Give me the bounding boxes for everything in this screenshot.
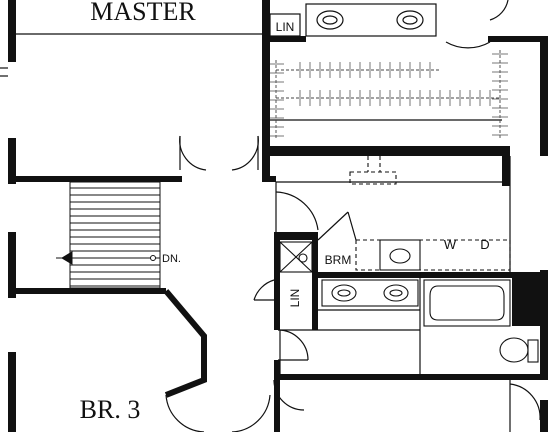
wall-left-upper: [8, 0, 16, 62]
wall-closet-bottom: [262, 146, 504, 156]
room-label-br3: BR. 3: [80, 395, 141, 424]
wall-bath2-lower-left: [274, 360, 280, 380]
sink-icon: [383, 284, 409, 302]
stair-label-dn: DN.: [162, 253, 181, 265]
walls: [8, 0, 548, 432]
wall-bath-inner: [262, 36, 306, 42]
closet-hatching: [270, 53, 508, 137]
wall-stair-top: [16, 176, 182, 182]
wall-right-bottom: [540, 400, 548, 432]
stair: [56, 181, 161, 289]
closet-label-lin-top: LIN: [276, 20, 295, 34]
bathtub-icon: [429, 285, 505, 321]
sink-icon: [396, 10, 424, 30]
wall-bath2-bottom: [274, 374, 548, 380]
wall-left-lower: [8, 232, 16, 298]
arrow-icon: [61, 251, 73, 265]
wall-left-mid: [8, 138, 16, 184]
appliance-label-dryer: D: [480, 237, 489, 252]
wall-bath2-mid: [312, 240, 318, 330]
wall-bath2-left: [274, 276, 280, 330]
wall-bottom-mid: [274, 380, 280, 432]
thin-lines: [0, 33, 511, 398]
door-arc: [275, 191, 319, 231]
wall-bath-left: [262, 0, 270, 176]
appliance-label-washer: W: [444, 237, 457, 252]
wall-laundry-v: [274, 232, 280, 280]
sink-icon: [316, 10, 344, 30]
closet-label-lin-bottom: LIN: [288, 289, 302, 308]
room-label-brm: BRM: [325, 253, 352, 267]
chimney-block: [512, 272, 540, 326]
wall-left-bottom: [8, 352, 16, 432]
doors: [165, 135, 541, 432]
wall-closet-right: [502, 146, 510, 186]
wall-right-upper: [540, 36, 548, 156]
wall-laundry-top: [276, 232, 318, 240]
wall-br3-top: [16, 288, 166, 294]
sink-icon: [331, 284, 357, 302]
wall-hall-left: [262, 176, 276, 182]
master-vanity: [269, 0, 509, 49]
wall-bath-top-right: [488, 36, 548, 42]
toilet-icon: [499, 337, 529, 363]
room-label-master: MASTER: [90, 0, 196, 26]
wall-bath2-top: [318, 272, 514, 278]
fixtures: [279, 156, 539, 363]
wall-right-lower: [540, 270, 548, 380]
